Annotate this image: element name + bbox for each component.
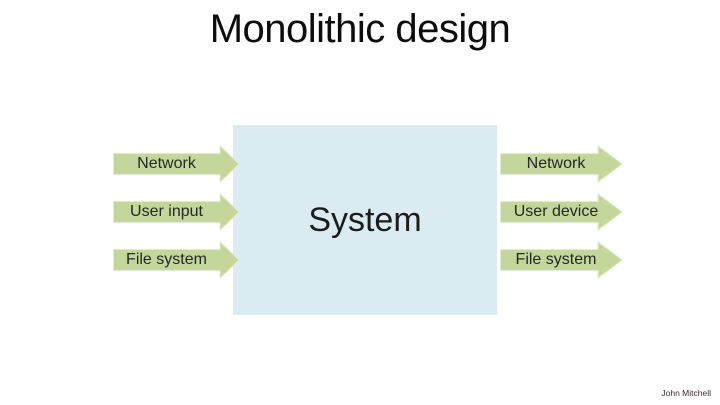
output-arrow-label: User device <box>513 203 599 220</box>
slide-title: Monolithic design <box>209 7 511 51</box>
input-arrow-file-system: File system <box>113 241 240 279</box>
block-arrow-right-icon <box>113 193 240 231</box>
output-arrow-network: Network <box>500 145 623 183</box>
author-credit: John Mitchell <box>661 388 711 398</box>
block-arrow-right-icon <box>500 145 623 183</box>
output-arrow-label: File system <box>515 251 597 268</box>
block-arrow-right-icon <box>500 193 623 231</box>
input-arrow-network: Network <box>113 145 240 183</box>
input-arrow-label: Network <box>137 155 196 172</box>
block-arrow-right-icon <box>500 241 623 279</box>
block-arrow-right-icon <box>113 145 240 183</box>
output-arrow-label: Network <box>526 155 586 172</box>
input-arrow-label: File system <box>126 251 207 268</box>
output-arrow-file-system: File system <box>500 241 623 279</box>
input-arrow-label: User input <box>130 203 203 220</box>
system-box-label: System <box>308 200 422 239</box>
system-box: System <box>233 125 497 315</box>
input-arrow-user-input: User input <box>113 193 240 231</box>
block-arrow-right-icon <box>113 241 240 279</box>
output-arrow-user-device: User device <box>500 193 623 231</box>
